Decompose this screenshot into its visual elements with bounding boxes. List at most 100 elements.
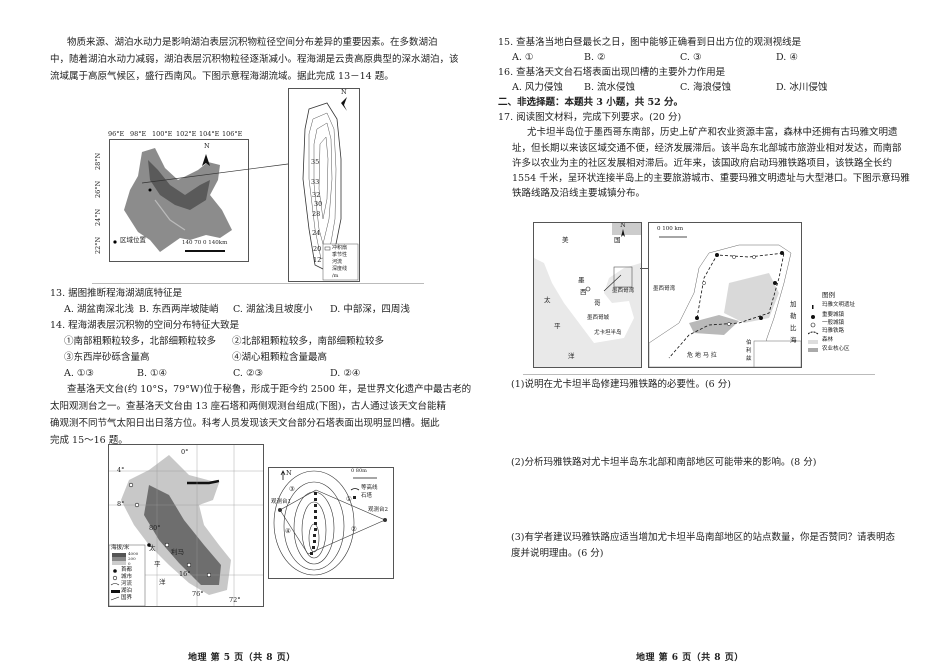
observatory-1-icon bbox=[278, 508, 282, 512]
legend-item: 湖泊 bbox=[121, 588, 133, 594]
q15-option-a[interactable]: A. ① bbox=[512, 52, 534, 63]
intro2-line: 完成 15～16 题。 bbox=[50, 435, 128, 446]
intro2-line: 太阳观测台之一。查基洛天文台由 13 座石塔和两侧观测台组成(下图)，古人通过该… bbox=[50, 401, 447, 412]
sightline-label: ③ bbox=[289, 485, 295, 493]
depth-label: 12 bbox=[313, 256, 322, 264]
border-icon bbox=[110, 596, 120, 601]
q17-stem: 17. 阅读图文材料，完成下列要求。(20 分) bbox=[498, 112, 682, 123]
sea-label: 比 bbox=[790, 324, 797, 332]
q13-option-a[interactable]: A. 湖盆南深北浅 bbox=[64, 304, 134, 315]
legend-location: 区域位置 bbox=[120, 236, 146, 244]
gulf-label: 墨西哥湾 bbox=[612, 288, 635, 294]
legend-item: 重要城镇 bbox=[822, 312, 845, 318]
capital-label: 墨西哥城 bbox=[587, 315, 610, 321]
legend-item: 季节性 bbox=[332, 252, 348, 258]
lake-icon bbox=[111, 590, 120, 593]
scale-bar: 0 80m bbox=[351, 468, 367, 474]
q16-option-b[interactable]: B. 流水侵蚀 bbox=[584, 82, 636, 93]
legend-item: 河流 bbox=[121, 581, 133, 587]
legend-item: 玛雅文明遗址 bbox=[822, 302, 856, 308]
q15-stem: 15. 查基洛当地白昼最长之日，图中能够正确看到日出方位的观测视线是 bbox=[498, 37, 802, 48]
ocean-label: 平 bbox=[154, 560, 161, 568]
lon-tick: 80° bbox=[149, 524, 161, 532]
q15-option-b[interactable]: B. ② bbox=[584, 52, 606, 63]
lat-tick: 24°N bbox=[94, 208, 103, 227]
q14-statement: ③东西岸砂砾含量高 bbox=[64, 352, 150, 363]
q16-option-d[interactable]: D. 冰川侵蚀 bbox=[776, 82, 828, 93]
ocean-label: 洋 bbox=[568, 352, 575, 360]
page-footer: 地理 第 5 页（共 8 页） bbox=[188, 653, 296, 663]
legend-item: 河流 bbox=[332, 259, 343, 265]
lat-tick: 22°N bbox=[94, 236, 103, 255]
lat-tick: 4° bbox=[117, 466, 125, 474]
country-label: 墨 bbox=[578, 276, 585, 284]
q16-stem: 16. 查基洛天文台石塔表面出现凹槽的主要外力作用是 bbox=[498, 67, 726, 78]
north-arrow-label: N bbox=[204, 142, 210, 150]
q14-statement: ①南部粗颗粒较多，北部细颗粒较多 bbox=[64, 336, 217, 347]
q16-option-a[interactable]: A. 风力侵蚀 bbox=[512, 82, 563, 93]
intro-line: 物质来源、湖泊水动力是影响湖泊表层沉积物粒径空间分布差异的重要因素。在多数湖泊 bbox=[67, 37, 438, 48]
q14-option-b[interactable]: B. ①④ bbox=[137, 368, 168, 379]
observatory-2-icon bbox=[383, 518, 387, 522]
lon-tick: 96°E bbox=[108, 130, 125, 138]
capital-icon bbox=[113, 569, 117, 573]
north-arrow-icon bbox=[280, 470, 286, 480]
north-label: N bbox=[620, 222, 626, 229]
yunnan-map: N 区域位置 140 70 0 140km bbox=[109, 139, 249, 262]
q14-option-c[interactable]: C. ②③ bbox=[233, 368, 264, 379]
observatory-label: 观测台2 bbox=[368, 507, 388, 513]
depth-label: 28 bbox=[312, 210, 321, 218]
q17-material-line: 尤卡坦半岛位于墨西哥东南部，历史上矿产和农业资源丰富，森林中还拥有古玛雅文明遗 bbox=[527, 127, 898, 138]
ocean-label: 平 bbox=[554, 322, 561, 330]
sightline-label: ② bbox=[351, 525, 357, 533]
q15-option-d[interactable]: D. ④ bbox=[776, 52, 798, 63]
lon-tick: 104°E bbox=[199, 130, 220, 138]
q13-option-b[interactable]: B. 东西两岸坡陡峭 bbox=[139, 304, 219, 315]
q14-option-a[interactable]: A. ①③ bbox=[64, 368, 94, 379]
ocean-label: 太 bbox=[544, 296, 551, 304]
depth-label: 30 bbox=[314, 200, 323, 208]
depth-label: 35 bbox=[311, 158, 320, 166]
q13-option-c[interactable]: C. 湖盆浅且坡度小 bbox=[233, 304, 313, 315]
city-label: 利马 bbox=[171, 548, 184, 556]
q15-option-c[interactable]: C. ③ bbox=[680, 52, 702, 63]
legend-item: 城市 bbox=[121, 574, 133, 580]
legend-item: 国界 bbox=[121, 595, 133, 601]
q17-sub1: (1)说明在尤卡坦半岛修建玛雅铁路的必要性。(6 分) bbox=[511, 379, 731, 390]
sightline-label: ① bbox=[346, 495, 352, 503]
chenghai-figure: N 区域位置 140 70 0 140km 96°E 98°E 100°E 10… bbox=[92, 86, 422, 283]
north-arrow-label: N bbox=[341, 88, 347, 96]
figure-divider bbox=[523, 374, 875, 375]
lon-tick: 100°E bbox=[152, 130, 173, 138]
observatory-contours bbox=[273, 470, 387, 576]
legend-item: 深度线 bbox=[332, 266, 348, 272]
intro-line: 流域属于高原气候区，盛行西南风。下图示意程海湖流域。据此完成 13－14 题。 bbox=[50, 71, 394, 82]
depth-label: 33 bbox=[311, 178, 320, 186]
legend-item: /m bbox=[332, 273, 339, 279]
legend-value: 0 bbox=[128, 561, 131, 566]
lon-tick: 72° bbox=[229, 596, 241, 604]
lat-tick: 8° bbox=[117, 500, 125, 508]
north-arrow-icon bbox=[621, 229, 625, 237]
legend-item: 玛雅铁路 bbox=[822, 328, 845, 334]
depth-label: 32 bbox=[312, 191, 321, 199]
town-icon bbox=[810, 322, 816, 328]
agriculture-icon bbox=[808, 348, 818, 352]
legend-item: 一般城镇 bbox=[822, 320, 845, 326]
q14-option-d[interactable]: D. ②④ bbox=[330, 368, 361, 379]
sea-label: 勒 bbox=[790, 312, 797, 320]
lon-tick: 102°E bbox=[176, 130, 197, 138]
depth-label: 24 bbox=[312, 229, 321, 237]
q13-option-d[interactable]: D. 中部深，四周浅 bbox=[330, 304, 410, 315]
q16-option-c[interactable]: C. 海浪侵蚀 bbox=[680, 82, 731, 93]
ocean-label: 太 bbox=[149, 544, 156, 552]
major-town-icon bbox=[811, 315, 815, 319]
mexico-map: N 美 国 墨 西 哥 墨西哥湾 墨西哥城 尤卡坦半岛 太 平 洋 bbox=[533, 222, 642, 368]
railway-icon bbox=[808, 331, 819, 335]
country-label: 危 地 马 拉 bbox=[687, 352, 717, 359]
railway-line bbox=[668, 252, 785, 359]
peninsula-label: 尤卡坦半岛 bbox=[594, 330, 622, 336]
sea-label: 海 bbox=[790, 336, 797, 344]
figure-divider bbox=[92, 283, 424, 284]
peru-relief bbox=[109, 445, 263, 606]
